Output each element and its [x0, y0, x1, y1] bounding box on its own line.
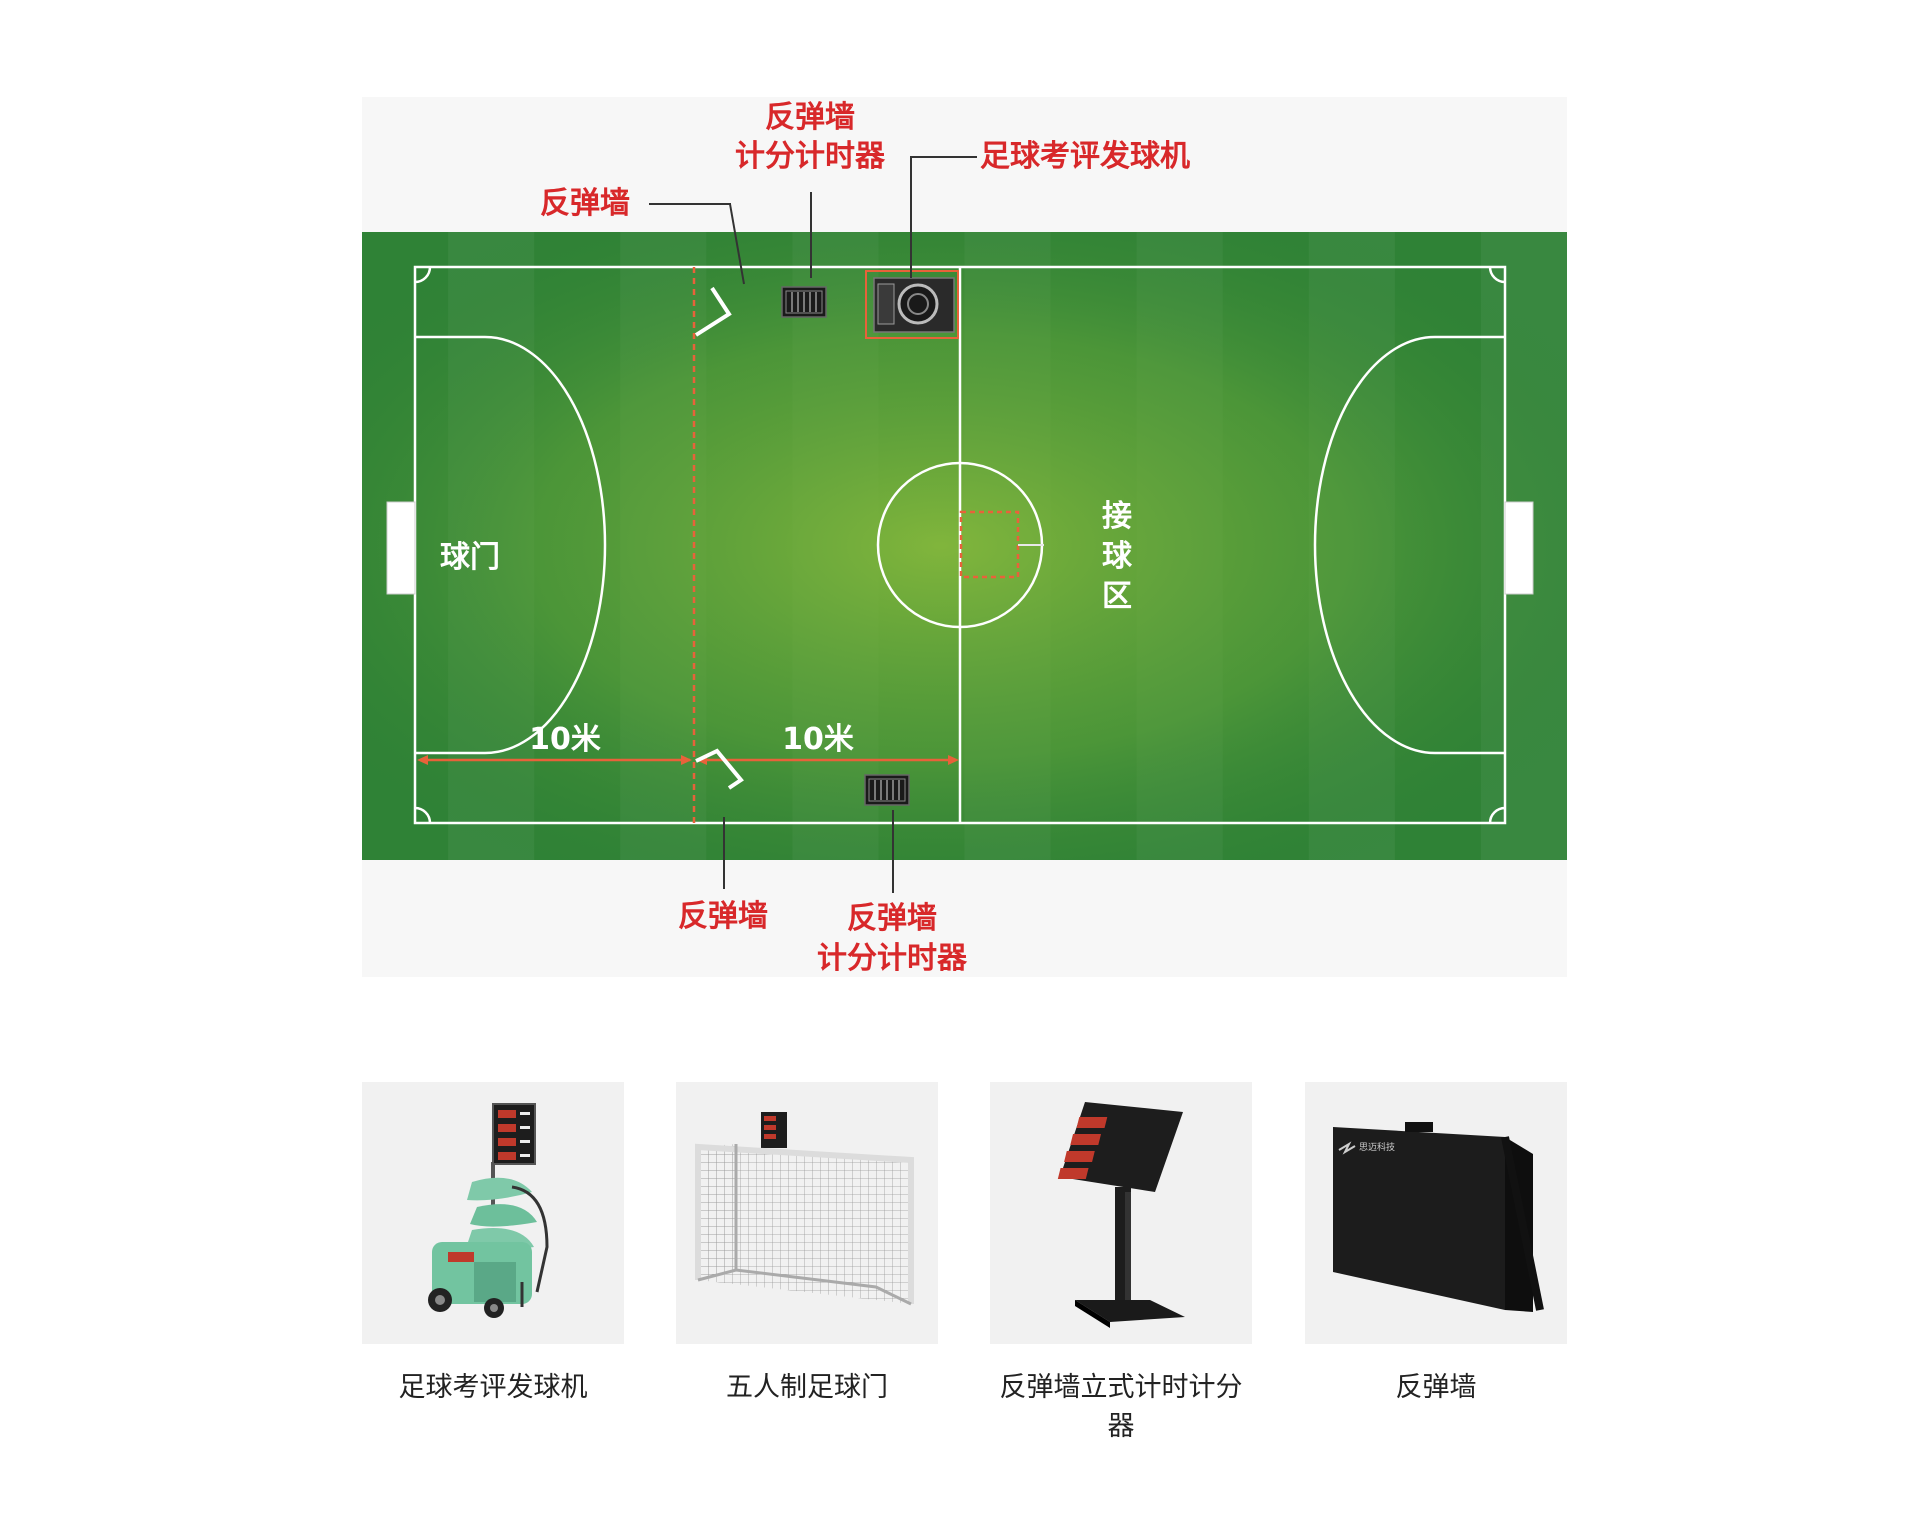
leader-scoreboard-bottom — [892, 810, 894, 893]
label-receive-zone-3: 区 — [1102, 579, 1132, 614]
ball-machine-top-icon — [865, 270, 959, 339]
rebound-wall-icon: 思迈科技 — [1333, 1122, 1544, 1312]
label-goal: 球门 — [440, 540, 500, 575]
left-goal — [386, 501, 416, 595]
product-card-ball-machine[interactable] — [362, 1082, 624, 1344]
product-card-rebound-wall[interactable]: 思迈科技 — [1305, 1082, 1567, 1344]
right-goal — [1504, 501, 1534, 595]
leader-ball-machine-h — [910, 156, 977, 158]
left-penalty-arc — [415, 335, 607, 755]
futsal-goal-icon — [695, 1112, 914, 1306]
label-distance-left: 10米 — [529, 722, 601, 757]
leader-rebound-top-diag — [729, 203, 745, 285]
right-penalty-arc — [1313, 335, 1505, 755]
brand-text: 思迈科技 — [1359, 1141, 1395, 1153]
field-glow — [362, 232, 1567, 860]
leader-ball-machine-v — [910, 156, 912, 278]
label-receive-zone-1: 接 — [1102, 499, 1132, 534]
corner-arc — [414, 266, 432, 284]
corner-arc — [1488, 266, 1506, 284]
label-rebound-wall-top: 反弹墙 — [540, 186, 630, 221]
label-receive-zone-2: 球 — [1102, 539, 1132, 574]
corner-arc — [1488, 806, 1506, 824]
caption-rebound-wall: 反弹墙 — [1395, 1372, 1477, 1403]
caption-futsal-goal: 五人制足球门 — [726, 1372, 888, 1403]
label-ball-machine-top: 足球考评发球机 — [980, 139, 1190, 174]
caption-ball-machine: 足球考评发球机 — [398, 1372, 588, 1403]
label-scoreboard-bottom-2: 计分计时器 — [817, 941, 967, 976]
caption-standing-scoreboard: 反弹墙立式计时计分器 — [999, 1372, 1243, 1442]
leader-rebound-bottom — [723, 817, 725, 889]
scoreboard-bottom-icon — [864, 774, 910, 806]
leader-scoreboard-top — [810, 192, 812, 278]
corner-arc — [414, 806, 432, 824]
product-card-futsal-goal[interactable] — [676, 1082, 938, 1344]
product-card-standing-scoreboard[interactable] — [990, 1082, 1252, 1344]
label-scoreboard-top-2: 计分计时器 — [735, 139, 885, 174]
label-scoreboard-top-1: 反弹墙 — [765, 100, 855, 135]
ball-launcher-machine-icon — [428, 1103, 549, 1318]
label-rebound-wall-bottom: 反弹墙 — [678, 899, 768, 934]
rebound-wall-bottom-icon — [695, 748, 744, 790]
brand-logo — [1338, 1141, 1356, 1155]
receive-zone-box — [959, 510, 1020, 579]
label-distance-right: 10米 — [782, 722, 854, 757]
scoreboard-top-icon — [781, 286, 827, 318]
rebound-wall-top-icon — [694, 286, 732, 337]
leader-rebound-top-h — [649, 203, 731, 205]
standing-timer-scoreboard-icon — [1057, 1102, 1185, 1328]
futsal-field — [362, 232, 1567, 860]
label-scoreboard-bottom-1: 反弹墙 — [847, 901, 937, 936]
